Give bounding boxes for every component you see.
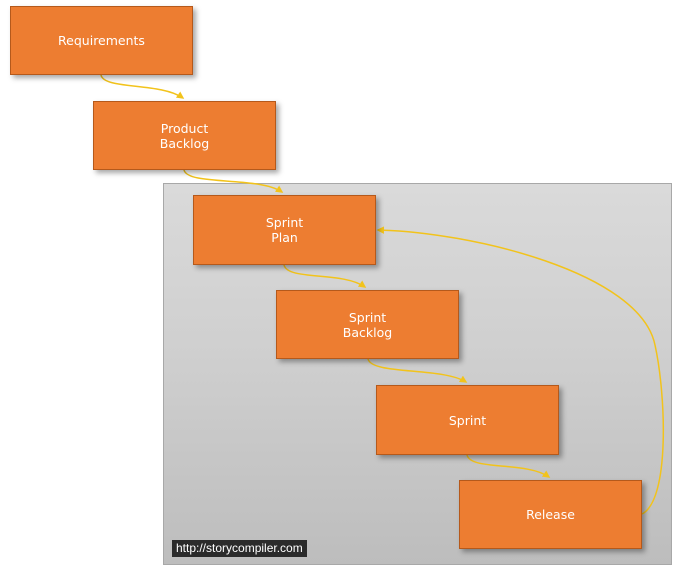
sprint-backlog-node[interactable]: Sprint Backlog [276,290,459,359]
connector-requirements-to-product-backlog [100,74,185,99]
watermark-url: http://storycompiler.com [172,540,307,557]
product-backlog-node[interactable]: Product Backlog [93,101,276,170]
sprint-plan-node[interactable]: Sprint Plan [193,195,376,265]
release-node[interactable]: Release [459,480,642,549]
sprint-node[interactable]: Sprint [376,385,559,455]
requirements-node[interactable]: Requirements [10,6,193,75]
